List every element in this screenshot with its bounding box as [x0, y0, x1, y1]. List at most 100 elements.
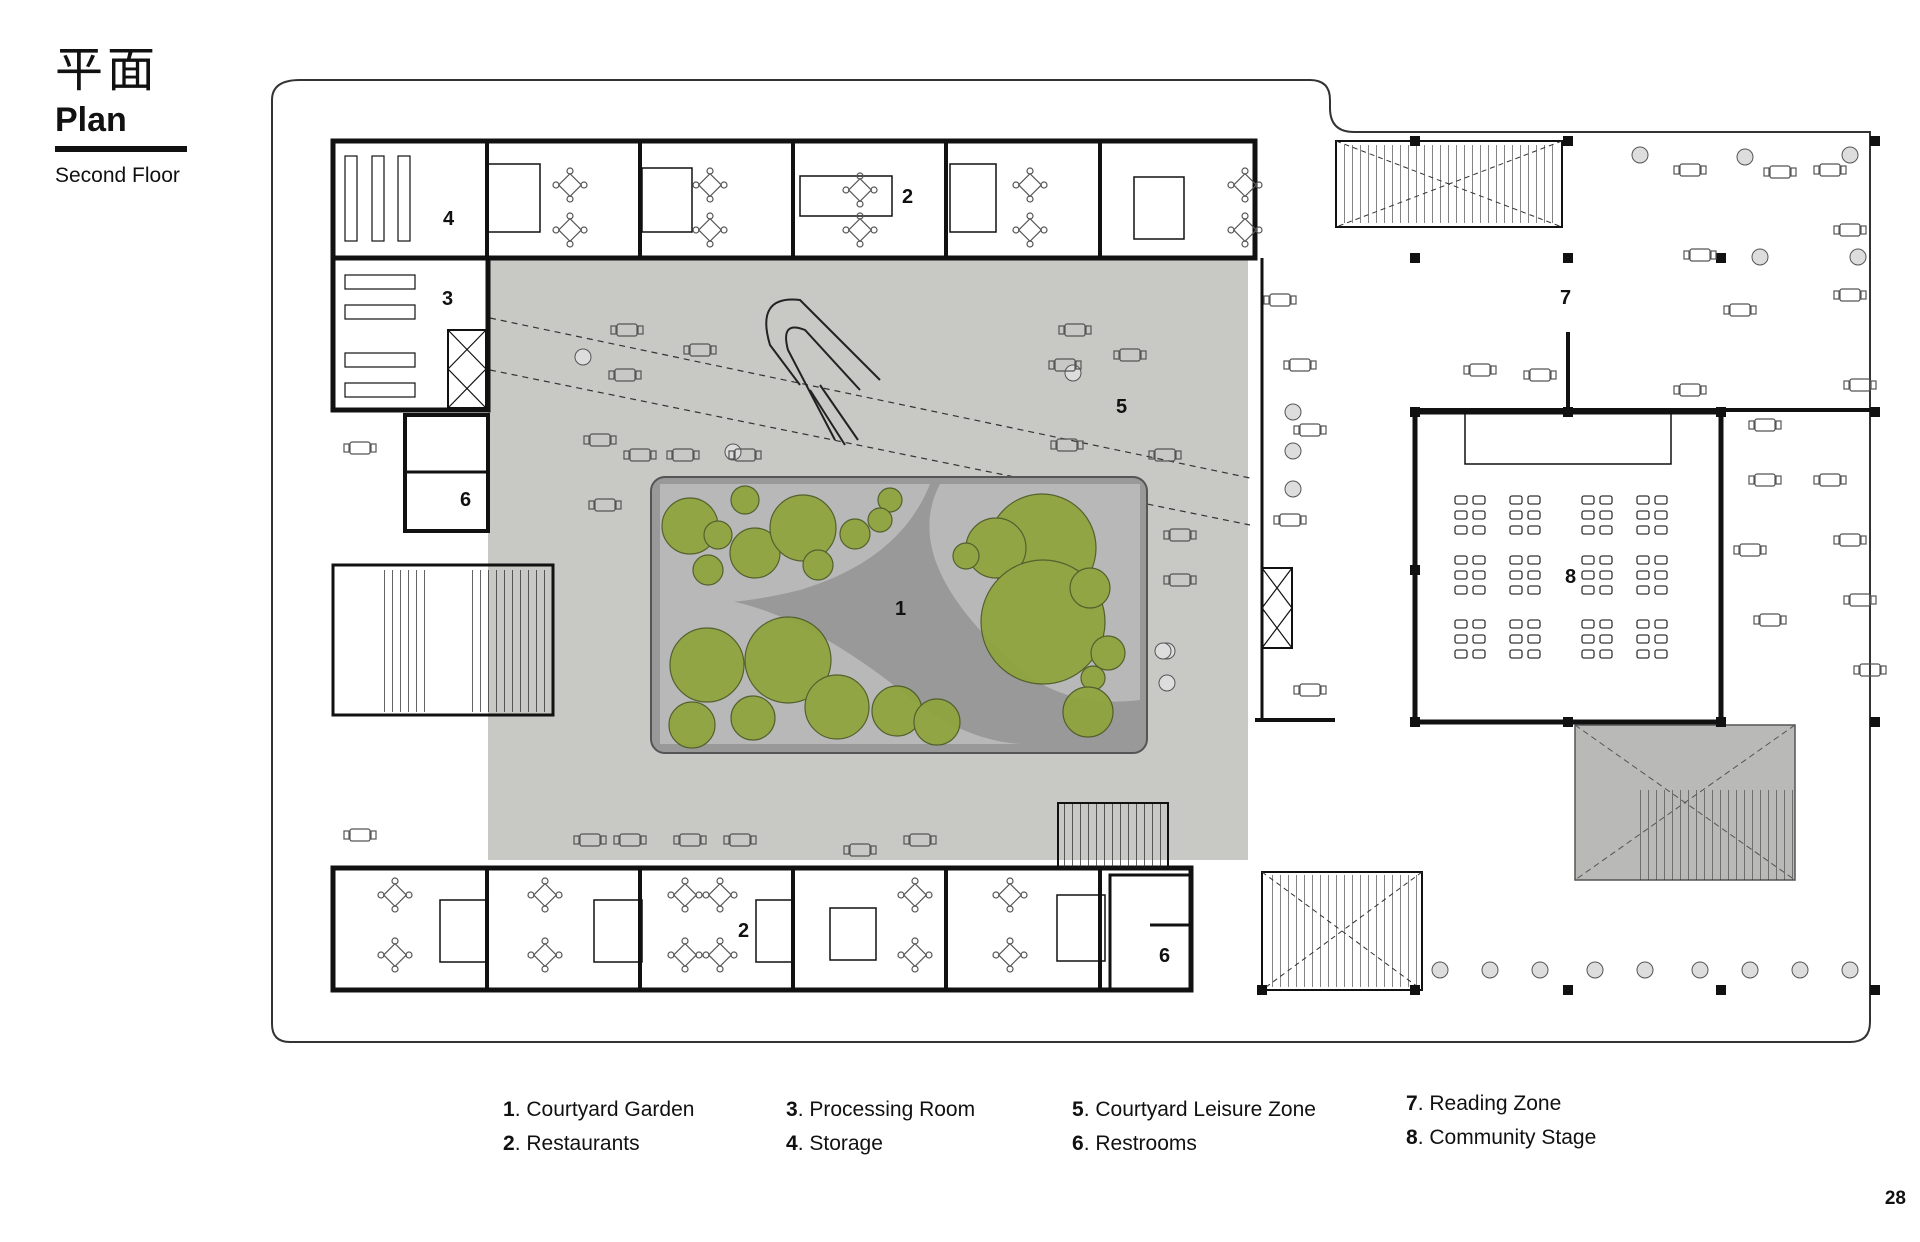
- table-set: [1833, 223, 1867, 237]
- table-set: [1048, 358, 1082, 372]
- seat: [1472, 619, 1486, 629]
- dining-table: [1227, 212, 1263, 248]
- legend-item: 7. Reading Zone: [1406, 1092, 1562, 1115]
- dining-table: [552, 212, 588, 248]
- seat: [1636, 634, 1650, 644]
- column: [1716, 407, 1726, 417]
- seat: [1599, 634, 1613, 644]
- planter: [1481, 961, 1499, 979]
- table-set: [623, 448, 657, 462]
- seat: [1454, 649, 1468, 659]
- seat: [1527, 585, 1541, 595]
- stage-seating: [1454, 495, 1668, 659]
- column: [1870, 407, 1880, 417]
- table-set: [1813, 163, 1847, 177]
- top-right-stair: [1335, 140, 1563, 228]
- planter: [1841, 961, 1859, 979]
- column: [1563, 407, 1573, 417]
- table-set: [1263, 293, 1297, 307]
- dining-table: [992, 877, 1028, 913]
- legend-item: 1. Courtyard Garden: [503, 1098, 695, 1121]
- table-set: [1748, 473, 1782, 487]
- label-storage: 4: [443, 208, 455, 230]
- planter: [1841, 146, 1859, 164]
- seat: [1636, 649, 1650, 659]
- seat: [1599, 525, 1613, 535]
- planter: [1284, 442, 1302, 460]
- seat: [1654, 525, 1668, 535]
- table-set: [1293, 683, 1327, 697]
- column: [1870, 717, 1880, 727]
- label-restrooms-left: 6: [460, 489, 471, 511]
- dining-table: [527, 937, 563, 973]
- dining-table: [992, 937, 1028, 973]
- ramp-stair: [765, 298, 881, 446]
- planter: [1741, 961, 1759, 979]
- dining-table: [897, 937, 933, 973]
- seat: [1454, 555, 1468, 565]
- dining-table: [692, 167, 728, 203]
- column: [1563, 253, 1573, 263]
- seat: [1654, 649, 1668, 659]
- seat: [1636, 495, 1650, 505]
- courtyard-stair: [1057, 802, 1169, 870]
- table-set: [1058, 323, 1092, 337]
- label-community-stage: 8: [1565, 566, 1576, 588]
- table-set: [1673, 383, 1707, 397]
- seat: [1599, 510, 1613, 520]
- seat: [1527, 634, 1541, 644]
- column: [1410, 253, 1420, 263]
- label-restrooms-right: 6: [1159, 945, 1170, 967]
- seat: [1636, 510, 1650, 520]
- dining-table: [1227, 167, 1263, 203]
- dining-table: [377, 937, 413, 973]
- table-set: [573, 833, 607, 847]
- table-set: [1763, 165, 1797, 179]
- seat: [1472, 570, 1486, 580]
- seat: [1472, 634, 1486, 644]
- bottom-right-stair: [1261, 871, 1423, 991]
- table-set: [583, 433, 617, 447]
- seat: [1509, 570, 1523, 580]
- seat: [1581, 555, 1595, 565]
- planter: [1284, 403, 1302, 421]
- left-stair: [331, 563, 555, 717]
- seat: [1472, 495, 1486, 505]
- dining-table: [702, 877, 738, 913]
- legend-item: 5. Courtyard Leisure Zone: [1072, 1098, 1316, 1121]
- seat: [1509, 510, 1523, 520]
- garden-trees: [661, 485, 1126, 749]
- legend-col-3: 5. Courtyard Leisure Zone 6. Restrooms: [1072, 1093, 1316, 1161]
- seat: [1509, 525, 1523, 535]
- table-set: [1050, 438, 1084, 452]
- column: [1563, 136, 1573, 146]
- dining-table: [552, 167, 588, 203]
- seat: [1527, 495, 1541, 505]
- table-set: [343, 441, 377, 455]
- table-set: [1293, 423, 1327, 437]
- table-set: [1843, 593, 1877, 607]
- label-restaurants-top: 2: [902, 186, 913, 208]
- seat: [1654, 619, 1668, 629]
- left-service-block: [330, 255, 491, 533]
- planter: [1586, 961, 1604, 979]
- table-set: [1163, 573, 1197, 587]
- seat: [1599, 585, 1613, 595]
- planter: [574, 348, 592, 366]
- dining-table: [1012, 167, 1048, 203]
- table-set: [1833, 288, 1867, 302]
- table-set: [613, 833, 647, 847]
- table-set: [1733, 543, 1767, 557]
- seat: [1654, 634, 1668, 644]
- title-english: Plan: [55, 101, 127, 139]
- planter: [1736, 148, 1754, 166]
- planter: [1631, 146, 1649, 164]
- seat: [1472, 585, 1486, 595]
- title-block: 平面 Plan Second Floor: [55, 42, 195, 188]
- site-outline: [271, 79, 1871, 1043]
- planter: [1531, 961, 1549, 979]
- table-set: [1683, 248, 1717, 262]
- column: [1563, 985, 1573, 995]
- table-set: [1523, 368, 1557, 382]
- table-set: [1113, 348, 1147, 362]
